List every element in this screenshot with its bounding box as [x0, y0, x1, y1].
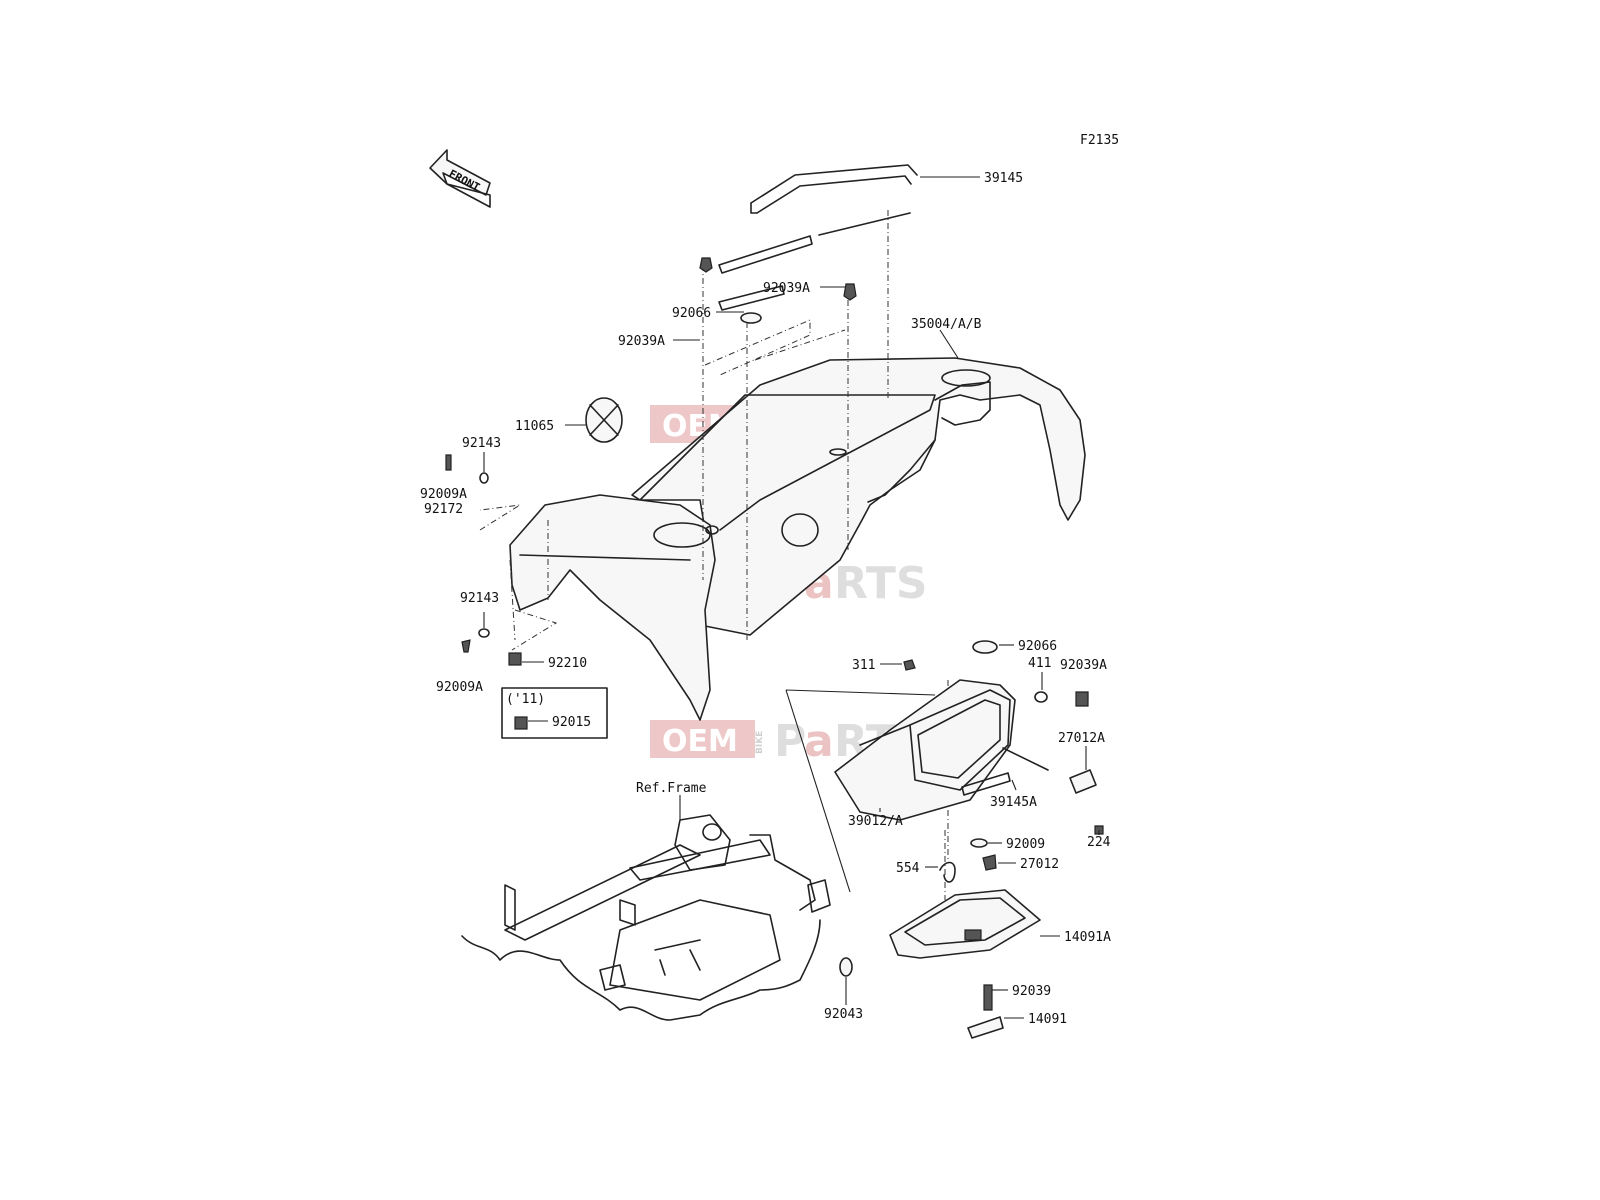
part-label-411[interactable]: 411 — [1028, 656, 1051, 671]
part-label-92039A-top[interactable]: 92039A — [763, 281, 810, 296]
fastener-icons — [445, 257, 1104, 1011]
part-label-27012[interactable]: 27012 — [1020, 857, 1059, 872]
part-label-92066-top[interactable]: 92066 — [672, 306, 711, 321]
part-label-92015[interactable]: 92015 — [552, 715, 591, 730]
diagram-code: F2135 — [1080, 133, 1119, 148]
part-label-224[interactable]: 224 — [1087, 835, 1111, 850]
part-label-92043[interactable]: 92043 — [824, 1007, 863, 1022]
svg-text:RTS: RTS — [834, 558, 928, 609]
part-label-39012[interactable]: 39012/A — [848, 814, 903, 829]
part-label-27012A[interactable]: 27012A — [1058, 731, 1105, 746]
front-fender — [509, 494, 719, 721]
part-label-92143-top[interactable]: 92143 — [462, 436, 501, 451]
ref-frame-drawing — [461, 814, 831, 1021]
part-label-11065[interactable]: 11065 — [515, 419, 554, 434]
trim-strip-39145 — [718, 164, 918, 311]
svg-text:OEM: OEM — [662, 724, 738, 759]
part-label-92039[interactable]: 92039 — [1012, 984, 1051, 999]
part-label-35004[interactable]: 35004/A/B — [911, 317, 982, 332]
lid-14091A — [889, 889, 1041, 959]
inset-year-label: ('11) — [506, 692, 545, 707]
part-label-39145A[interactable]: 39145A — [990, 795, 1037, 810]
svg-text:P: P — [774, 716, 806, 767]
cap-11065 — [585, 397, 623, 443]
leader-lines — [483, 176, 1100, 1019]
strip-39145A — [961, 747, 1049, 796]
svg-text:a: a — [804, 716, 834, 767]
ref-frame-label: Ref.Frame — [636, 781, 707, 796]
part-label-311[interactable]: 311 — [852, 658, 875, 673]
part-label-92009A-top[interactable]: 92009A — [420, 487, 467, 502]
part-labels: 39145 92039A 92066 35004/A/B 92039A 1106… — [420, 171, 1111, 1027]
part-label-92009A-bot[interactable]: 92009A — [436, 680, 483, 695]
part-label-92210[interactable]: 92210 — [548, 656, 587, 671]
part-label-554[interactable]: 554 — [896, 861, 920, 876]
part-label-92143-bot[interactable]: 92143 — [460, 591, 499, 606]
latch-27012A — [1069, 769, 1097, 794]
part-label-14091[interactable]: 14091 — [1028, 1012, 1067, 1027]
part-label-92009[interactable]: 92009 — [1006, 837, 1045, 852]
part-label-14091A[interactable]: 14091A — [1064, 930, 1111, 945]
svg-text:BIKE: BIKE — [755, 731, 765, 754]
part-label-92172[interactable]: 92172 — [424, 502, 463, 517]
part-label-92066-right[interactable]: 92066 — [1018, 639, 1057, 654]
part-label-92039A-left[interactable]: 92039A — [618, 334, 665, 349]
inset-box-2011 — [501, 687, 608, 739]
detail-pointer-lines — [785, 689, 936, 893]
front-arrow-icon: FRONT — [429, 149, 491, 208]
hinge-14091 — [967, 1016, 1004, 1039]
part-label-92039A-right[interactable]: 92039A — [1060, 658, 1107, 673]
part-label-39145[interactable]: 39145 — [984, 171, 1023, 186]
